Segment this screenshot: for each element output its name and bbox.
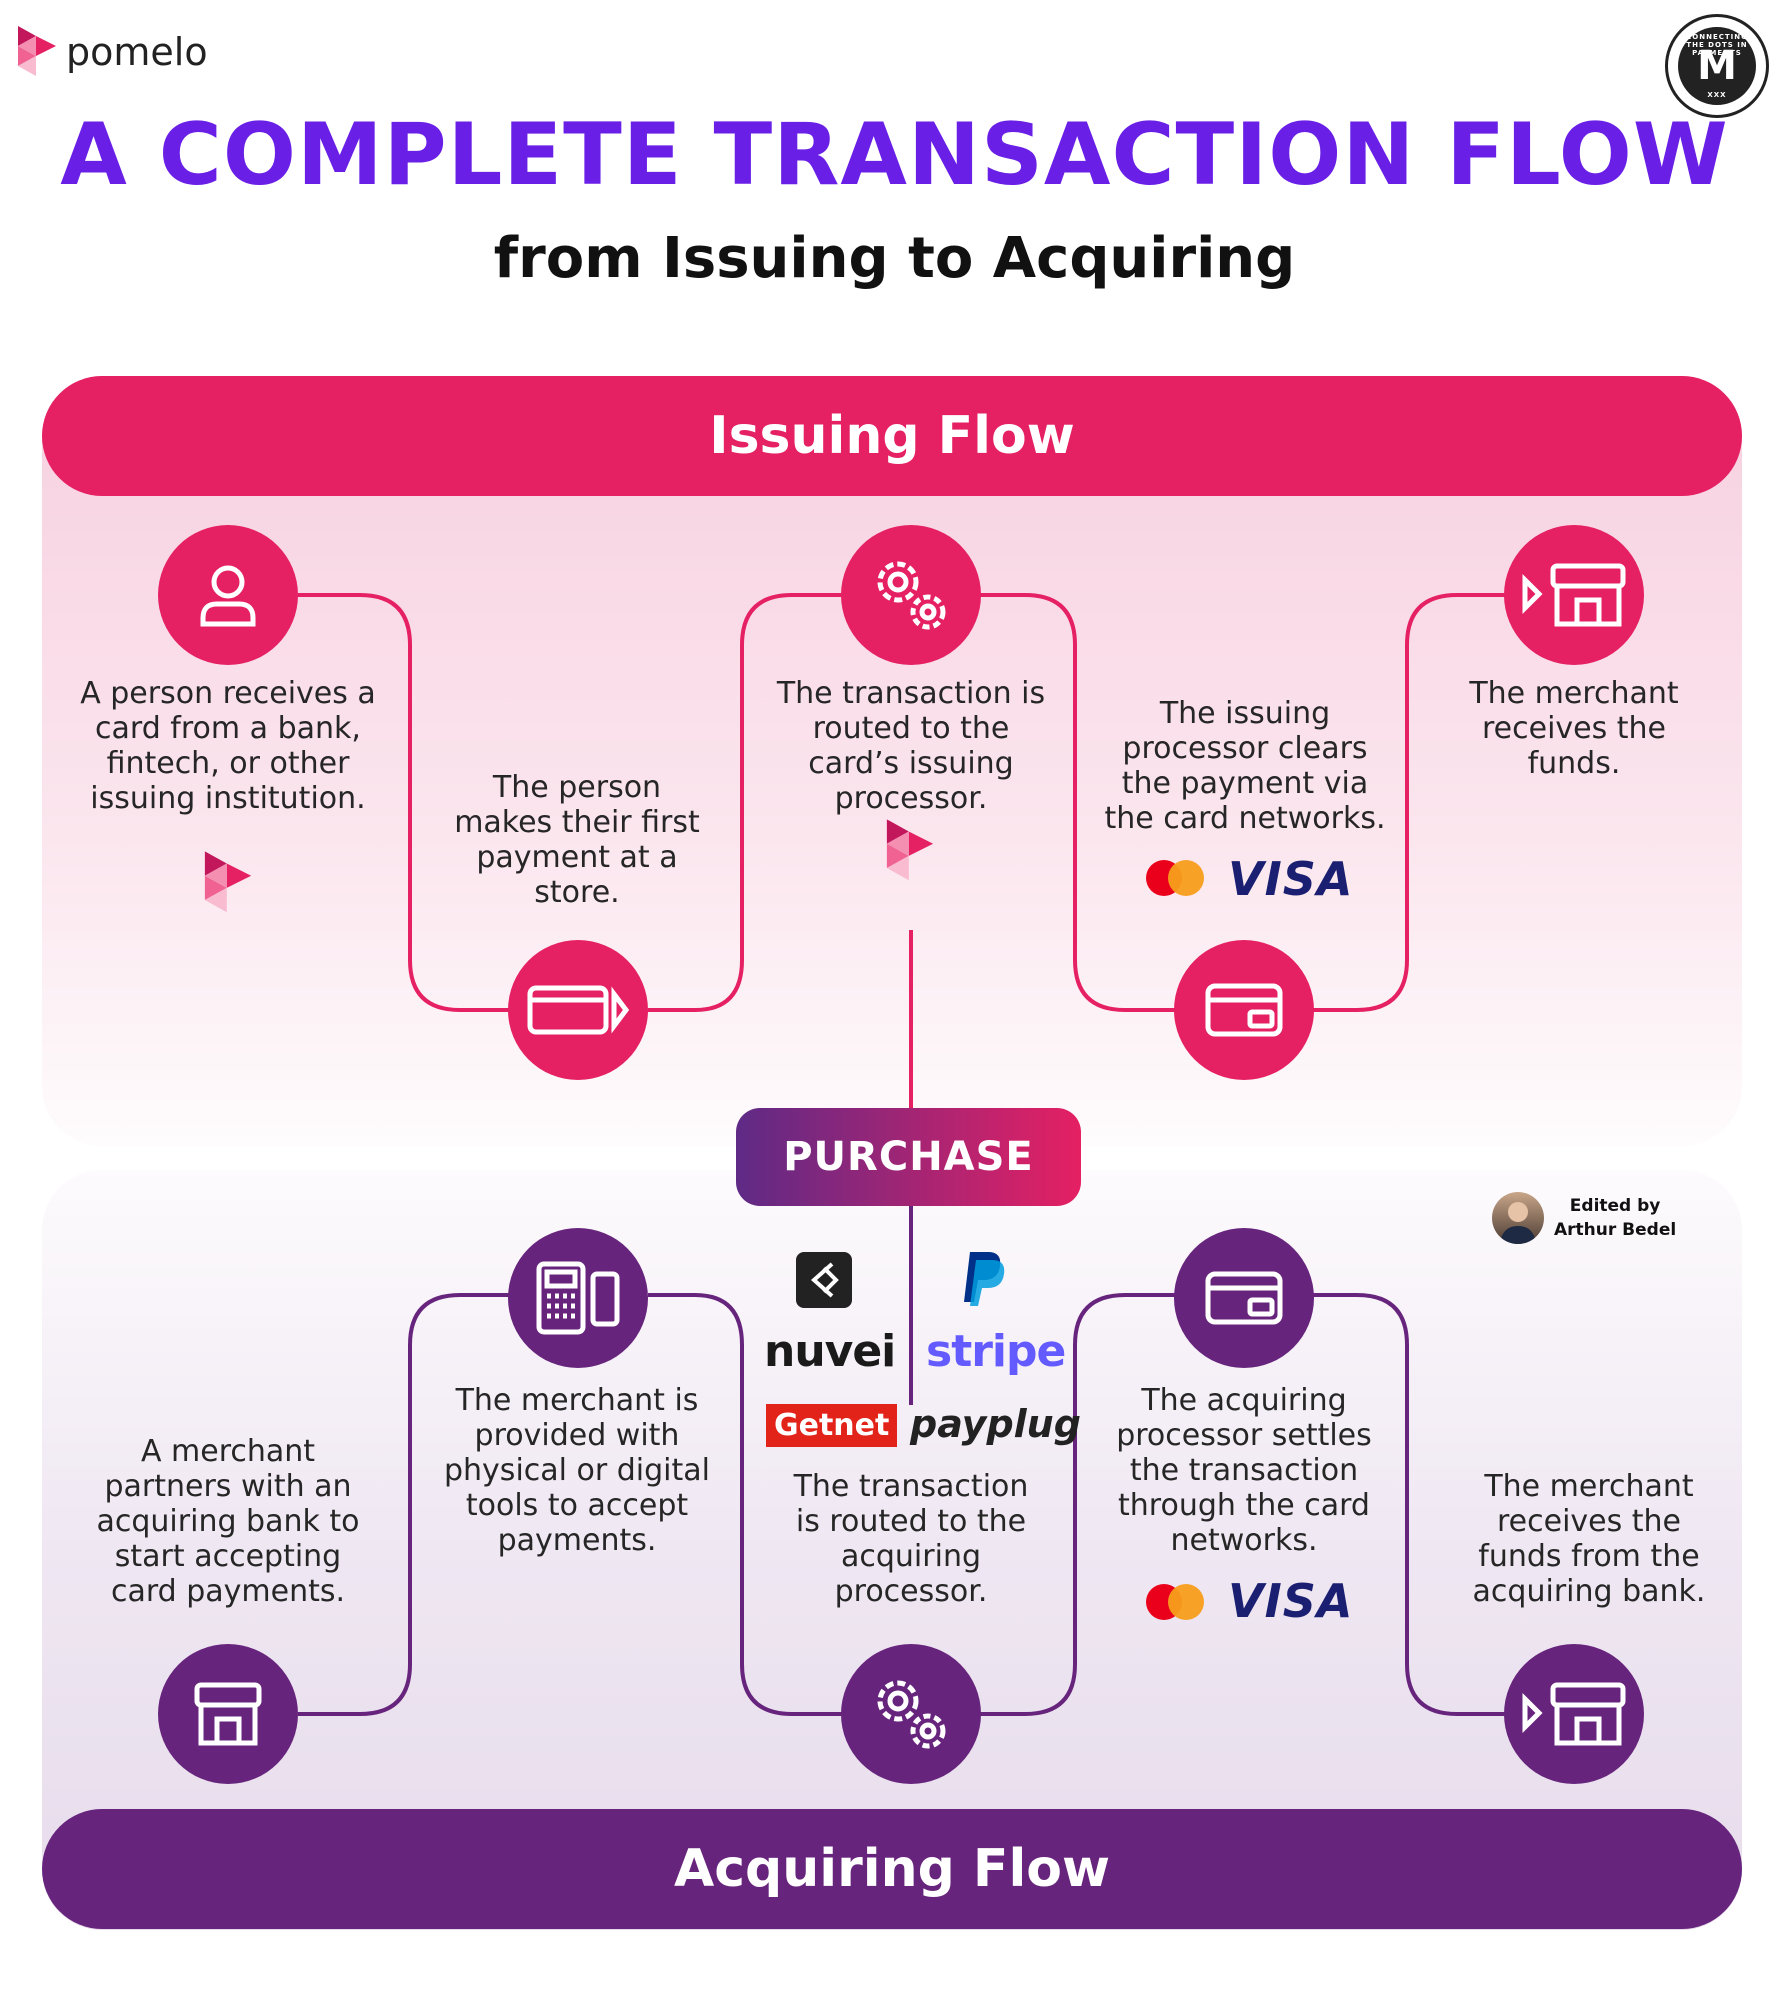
pomelo-mark-icon <box>204 851 252 913</box>
acquiring-node-3 <box>841 1644 981 1784</box>
issuing-node-5 <box>1504 525 1644 665</box>
paypal-logo-icon <box>964 1252 1005 1306</box>
badge-letter: M <box>1697 43 1737 89</box>
issuing-flow-header: Issuing Flow <box>42 376 1742 496</box>
media-badge: CONNECTING THE DOTS IN PAYMENTS M XXX <box>1665 14 1769 118</box>
visa-logo-2: VISA <box>1228 1574 1354 1628</box>
person-icon <box>200 565 256 627</box>
gears-icon-2 <box>877 1680 946 1749</box>
issuing-step-4-text: The issuing processor clears the payment… <box>1104 696 1386 836</box>
issuing-step-1-text: A person receives a card from a bank, fi… <box>80 676 376 816</box>
payplug-logo: payplug <box>910 1402 1081 1446</box>
page-subtitle: from Issuing to Acquiring <box>493 226 1296 291</box>
store-arrow-icon <box>1522 563 1626 627</box>
gears-icon <box>877 561 946 630</box>
page-title: A COMPLETE TRANSACTION FLOW <box>60 105 1729 205</box>
pomelo-logo-icon <box>18 26 56 76</box>
acquiring-step-5-text: The merchant receives the funds from the… <box>1472 1469 1706 1609</box>
pos-terminal-icon <box>536 1261 620 1335</box>
acquiring-step-1-text: A merchant partners with an acquiring ba… <box>96 1434 360 1609</box>
issuing-step-2-text: The person makes their first payment at … <box>454 770 700 910</box>
issuing-step-3-text: The transaction is routed to the card’s … <box>776 676 1046 816</box>
brand-logo: pomelo <box>14 22 208 82</box>
acquiring-node-1 <box>158 1644 298 1784</box>
editor-text: Edited by Arthur Bedel <box>1554 1194 1676 1242</box>
badge-inner: CONNECTING THE DOTS IN PAYMENTS M XXX <box>1678 27 1756 105</box>
checkout-logo-icon <box>796 1252 852 1308</box>
card-icon-2 <box>1205 1271 1283 1325</box>
getnet-logo: Getnet <box>766 1404 898 1447</box>
card-icon <box>1205 983 1283 1037</box>
acquiring-node-5 <box>1504 1644 1644 1784</box>
editor-line-1: Edited by <box>1569 1196 1661 1216</box>
visa-logo: VISA <box>1228 852 1354 906</box>
mastercard-logo-icon-2 <box>1146 1584 1204 1620</box>
avatar-portrait-icon <box>1500 1202 1536 1244</box>
badge-bottom-text: XXX <box>1707 91 1727 99</box>
store-icon <box>194 1682 262 1746</box>
stripe-logo: stripe <box>926 1326 1066 1377</box>
acquiring-node-4 <box>1174 1228 1314 1368</box>
issuing-node-1 <box>158 525 298 665</box>
purchase-label: PURCHASE <box>736 1108 1081 1206</box>
issuing-node-2 <box>508 940 648 1080</box>
acquiring-step-4-text: The acquiring processor settles the tran… <box>1116 1383 1372 1558</box>
pomelo-mark-icon-2 <box>886 819 934 881</box>
nuvei-logo: nuvei <box>764 1326 896 1377</box>
issuing-node-4 <box>1174 940 1314 1080</box>
mastercard-logo-icon <box>1146 860 1204 896</box>
issuing-panel <box>42 376 1742 1146</box>
acquiring-panel <box>42 1170 1742 1930</box>
badge-top-text: CONNECTING THE DOTS IN PAYMENTS <box>1686 33 1748 57</box>
acquiring-step-2-text: The merchant is provided with physical o… <box>444 1383 710 1558</box>
editor-line-2: Arthur Bedel <box>1554 1220 1677 1240</box>
acquiring-step-3-text: The transaction is routed to the acquiri… <box>793 1469 1029 1609</box>
issuing-node-3 <box>841 525 981 665</box>
avatar <box>1492 1192 1544 1244</box>
acquiring-flow-header: Acquiring Flow <box>42 1809 1742 1929</box>
card-swipe-icon <box>527 985 630 1035</box>
acquiring-node-2 <box>508 1228 648 1368</box>
store-arrow-icon-2 <box>1522 1682 1626 1746</box>
issuing-step-5-text: The merchant receives the funds. <box>1469 676 1679 781</box>
editor-credit: Edited by Arthur Bedel <box>1492 1192 1676 1244</box>
brand-name: pomelo <box>66 30 208 74</box>
